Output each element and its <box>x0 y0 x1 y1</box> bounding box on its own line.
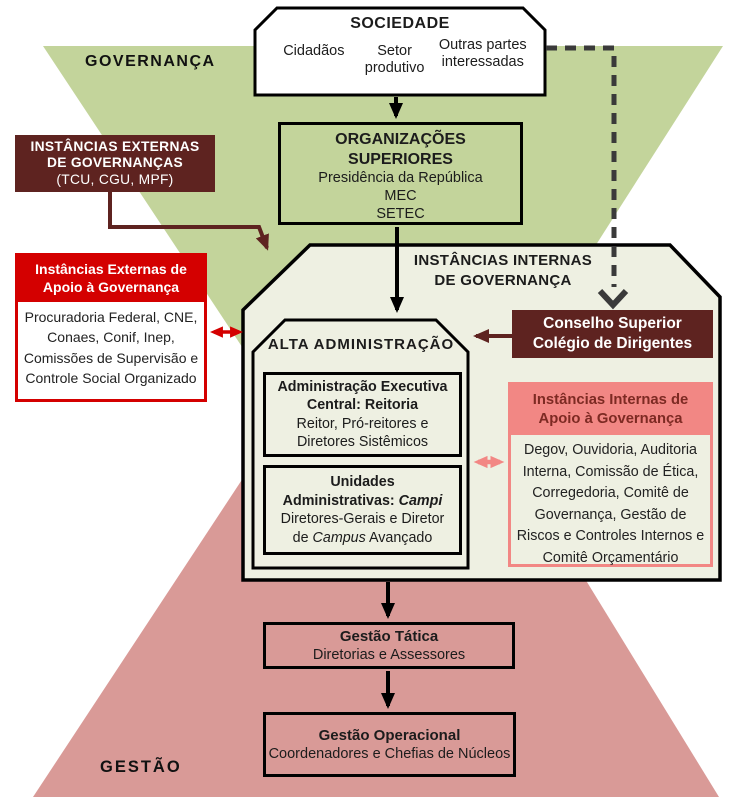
gestao-tatica-sub: Diretorias e Assessores <box>312 646 466 663</box>
unidades-administrativas-box: Unidades Administrativas: Campi Diretore… <box>263 465 462 555</box>
unidades-bold2: Administrativas: Campi <box>266 492 459 511</box>
sociedade-panel <box>253 6 547 97</box>
sociedade-items: Cidadãos Setor produtivo Outras partes i… <box>257 33 543 76</box>
instancias-externas-governanca-box: INSTÂNCIAS EXTERNAS DE GOVERNANÇAS (TCU,… <box>15 135 215 192</box>
sociedade-item-setor-produtivo: Setor produtivo <box>364 43 425 76</box>
gestao-tatica-title: Gestão Tática <box>339 627 439 645</box>
organizacoes-title-line2: SUPERIORES <box>348 150 453 168</box>
admin-central-reg1: Reitor, Pró-reitores e <box>296 415 429 432</box>
organizacoes-item-setec: SETEC <box>376 206 425 222</box>
gestao-operacional-sub: Coordenadores e Chefias de Núcleos <box>268 745 511 762</box>
alta-administracao-panel <box>251 318 470 570</box>
conselho-line1: Conselho Superior <box>543 315 682 332</box>
sociedade-item-outras-partes: Outras partes interessadas <box>438 37 527 70</box>
conselho-line2: Colégio de Dirigentes <box>532 335 693 352</box>
organizacoes-title-line1: ORGANIZAÇÕES <box>335 131 466 148</box>
organizacoes-item-mec: MEC <box>384 188 417 204</box>
apoio-externas-header: Instâncias Externas de Apoio à Governanç… <box>18 256 204 302</box>
admin-central-bold1: Administração Executiva <box>277 378 448 395</box>
unidades-bold2-italic: Campi <box>398 492 443 509</box>
gestao-tatica-box: Gestão Tática Diretorias e Assessores <box>263 622 515 669</box>
internas-title-line1: INSTÂNCIAS INTERNAS <box>413 252 593 269</box>
sociedade-item-cidadaos: Cidadãos <box>283 43 345 59</box>
organizacoes-item-presidencia: Presidência da República <box>318 170 483 186</box>
unidades-reg1: Diretores-Gerais e Diretor <box>280 511 445 527</box>
administracao-executiva-box: Administração Executiva Central: Reitori… <box>263 372 462 457</box>
apoio-internas-body: Degov, Ouvidoria, Auditoria Interna, Com… <box>516 442 705 566</box>
ext-gov-line1: INSTÂNCIAS EXTERNAS <box>30 138 200 154</box>
instancias-internas-title: INSTÂNCIAS INTERNAS DE GOVERNANÇA <box>387 251 619 290</box>
apoio-internas-header-line1: Instâncias Internas de <box>532 392 689 408</box>
unidades-reg2: de Campus Avançado <box>266 529 459 548</box>
conselho-superior-box: Conselho Superior Colégio de Dirigentes <box>512 310 713 358</box>
ext-gov-line3: (TCU, CGU, MPF) <box>56 171 174 187</box>
unidades-reg2-italic: Campus <box>312 529 366 546</box>
instancias-externas-apoio-box: Instâncias Externas de Apoio à Governanç… <box>15 253 207 402</box>
governanca-label: GOVERNANÇA <box>85 53 216 70</box>
apoio-internas-header-line2: Apoio à Governança <box>538 410 683 427</box>
unidades-bold2-prefix: Administrativas: <box>282 492 399 509</box>
gestao-operacional-title: Gestão Operacional <box>318 726 461 744</box>
alta-administracao-title: ALTA ADMINISTRAÇÃO <box>267 336 455 353</box>
unidades-reg2-prefix: de <box>292 529 313 546</box>
admin-central-reg2: Diretores Sistêmicos <box>296 434 429 450</box>
gestao-operacional-box: Gestão Operacional Coordenadores e Chefi… <box>263 712 516 777</box>
unidades-reg2-suffix: Avançado <box>365 529 433 546</box>
organizacoes-superiores-box: ORGANIZAÇÕES SUPERIORES Presidência da R… <box>278 122 523 225</box>
unidades-bold1: Unidades <box>330 474 395 490</box>
apoio-externas-header-line1: Instâncias Externas de <box>35 261 187 277</box>
apoio-externas-header-line2: Apoio à Governança <box>42 278 180 295</box>
ext-gov-line2: DE GOVERNANÇAS <box>46 155 184 171</box>
sociedade-title: SOCIEDADE <box>350 15 450 32</box>
admin-central-bold2: Central: Reitoria <box>306 397 419 413</box>
internas-title-line2: DE GOVERNANÇA <box>434 271 572 289</box>
instancias-internas-apoio-box: Instâncias Internas de Apoio à Governanç… <box>508 382 713 567</box>
sociedade-box: SOCIEDADE Cidadãos Setor produtivo Outra… <box>257 10 543 94</box>
gestao-label: GESTÃO <box>100 758 182 776</box>
apoio-internas-header: Instâncias Internas de Apoio à Governanç… <box>511 385 710 435</box>
apoio-externas-body: Procuradoria Federal, CNE, Conaes, Conif… <box>23 309 199 387</box>
